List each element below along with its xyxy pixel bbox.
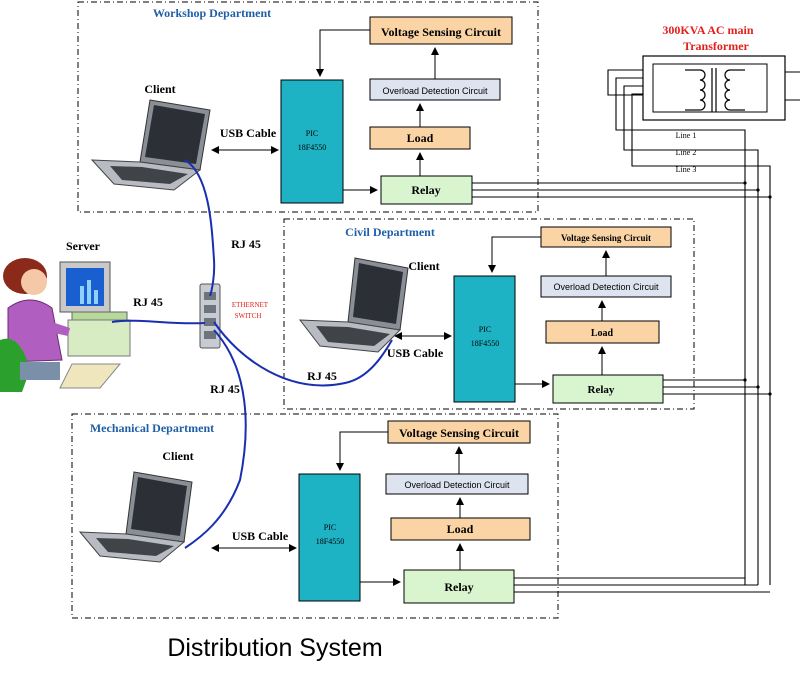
relay-block bbox=[403, 569, 515, 604]
relay-label: Relay bbox=[411, 183, 440, 197]
pic-label-line2: 18F4550 bbox=[471, 339, 499, 348]
network-cables bbox=[111, 159, 393, 549]
switch-label-line2: SWITCH bbox=[235, 312, 262, 320]
load-label: Load bbox=[447, 522, 474, 536]
server-person-icon bbox=[0, 258, 131, 392]
department-border bbox=[71, 413, 559, 619]
laptop-icon bbox=[90, 99, 211, 191]
department-border bbox=[283, 218, 695, 410]
overload-detection-label: Overload Detection Circuit bbox=[553, 282, 659, 292]
pic-block bbox=[280, 79, 344, 204]
pic-block bbox=[453, 275, 516, 403]
client-label: Client bbox=[162, 449, 193, 463]
civil-department: Civil Department Client USB Cable PIC 18… bbox=[283, 218, 772, 410]
relay-label: Relay bbox=[588, 384, 615, 396]
diagram-title: Distribution System bbox=[167, 634, 382, 662]
voltage-sensing-label: Voltage Sensing Circuit bbox=[399, 426, 519, 440]
usb-cable-label: USB Cable bbox=[232, 529, 289, 543]
laptop-icon bbox=[298, 257, 409, 353]
usb-cable-label: USB Cable bbox=[220, 126, 277, 140]
laptop-icon bbox=[78, 471, 193, 563]
pic-label-line1: PIC bbox=[324, 523, 336, 532]
relay-label: Relay bbox=[444, 580, 473, 594]
usb-cable-label: USB Cable bbox=[387, 346, 444, 360]
relay-block bbox=[552, 374, 664, 404]
voltage-sensing-label: Voltage Sensing Circuit bbox=[561, 233, 651, 243]
voltage-sensing-block bbox=[369, 16, 513, 45]
cable-server bbox=[111, 319, 206, 325]
server-station: Server RJ 45 bbox=[0, 239, 163, 392]
pic-label-line2: 18F4550 bbox=[298, 143, 326, 152]
overload-detection-label: Overload Detection Circuit bbox=[404, 480, 510, 490]
workshop-rj45-label: RJ 45 bbox=[231, 237, 261, 251]
cable-mechanical bbox=[184, 329, 247, 549]
load-label: Load bbox=[591, 328, 614, 339]
department-title: Civil Department bbox=[345, 225, 435, 239]
voltage-sensing-label: Voltage Sensing Circuit bbox=[381, 25, 501, 39]
pic-label-line1: PIC bbox=[479, 325, 491, 334]
overload-detection-block bbox=[385, 473, 529, 495]
mechanical-rj45-label: RJ 45 bbox=[210, 382, 240, 396]
department-title: Workshop Department bbox=[153, 6, 271, 20]
switch-label-line1: ETHERNET bbox=[232, 301, 269, 309]
department-title: Mechanical Department bbox=[90, 421, 214, 435]
overload-detection-label: Overload Detection Circuit bbox=[382, 86, 488, 96]
pic-label-line1: PIC bbox=[306, 129, 318, 138]
client-label: Client bbox=[144, 82, 175, 96]
line2-label: Line 2 bbox=[676, 148, 697, 157]
line1-label: Line 1 bbox=[676, 131, 697, 140]
client-label: Client bbox=[408, 259, 439, 273]
transformer-coil-icon bbox=[685, 68, 745, 112]
line3-label: Line 3 bbox=[676, 165, 697, 174]
server-label: Server bbox=[66, 239, 101, 253]
cable-civil bbox=[213, 321, 393, 387]
transformer-box bbox=[642, 55, 786, 121]
transformer-label-line2: Transformer bbox=[683, 39, 749, 53]
civil-rj45-label: RJ 45 bbox=[307, 369, 337, 383]
server-rj45-label: RJ 45 bbox=[133, 295, 163, 309]
workshop-department: Workshop Department Client USB Cable PIC… bbox=[77, 1, 772, 213]
cable-workshop bbox=[184, 159, 216, 297]
mechanical-department: Mechanical Department Client USB Cable P… bbox=[71, 413, 770, 619]
load-label: Load bbox=[407, 131, 434, 145]
department-border bbox=[77, 1, 539, 213]
transformer: 300KVA AC main Transformer Line 1 Line 2… bbox=[607, 23, 800, 585]
transformer-label-line1: 300KVA AC main bbox=[662, 23, 753, 37]
pic-label-line2: 18F4550 bbox=[316, 537, 344, 546]
pic-block bbox=[298, 473, 361, 602]
